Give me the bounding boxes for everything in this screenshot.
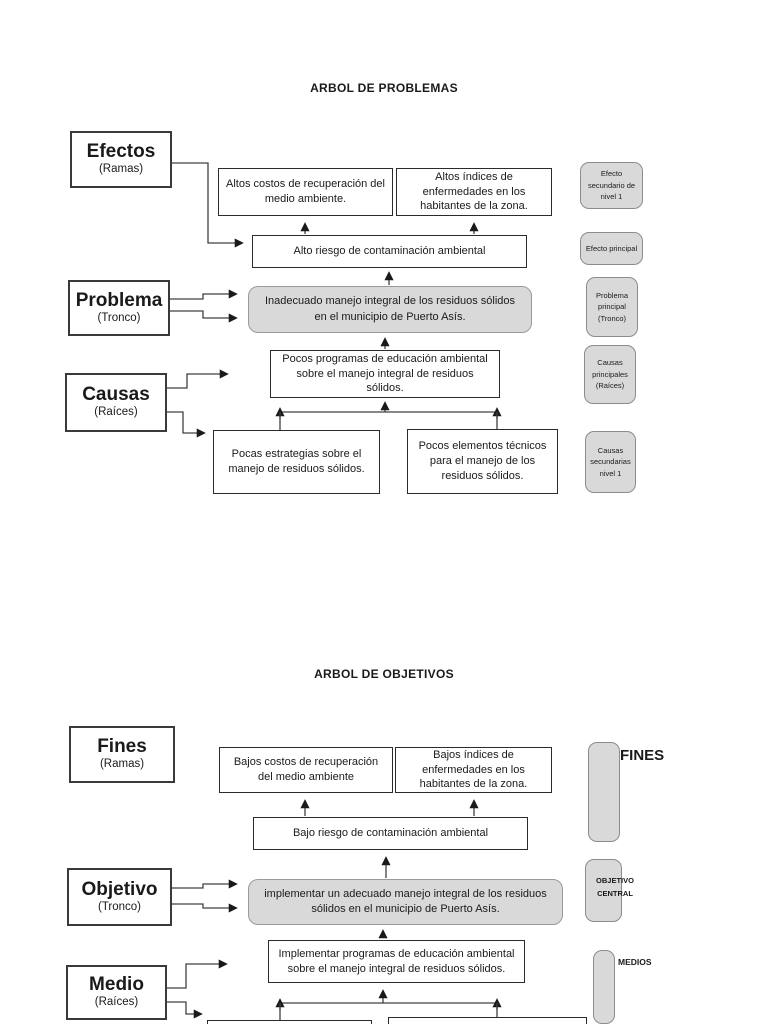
mean-left-box-partial (207, 1020, 372, 1024)
efectos-subtitle: (Ramas) (98, 163, 144, 176)
main-end-box: Bajo riesgo de contaminación ambiental (253, 817, 528, 850)
objetivo-subtitle: (Tronco) (97, 900, 142, 913)
medio-header-box: Medio (Raíces) (66, 965, 167, 1020)
problema-subtitle: (Tronco) (97, 311, 141, 324)
main-cause-box: Pocos programas de educación ambiental s… (270, 350, 500, 398)
central-objective-box: implementar un adecuado manejo integral … (248, 879, 563, 925)
objective-tree-connectors (167, 799, 502, 1020)
objetivo-header-box: Objetivo (Tronco) (67, 868, 172, 926)
legend-fines-label: FINES (620, 747, 665, 764)
legend-problema-principal: Problema principal (Tronco) (586, 277, 638, 337)
causas-header-box: Causas (Raíces) (65, 373, 167, 432)
end-right-box: Bajos índices de enfermedades en los hab… (395, 747, 552, 793)
problem-tree-connectors (167, 162, 502, 438)
legend-objetivo-central-rect (585, 859, 622, 922)
core-problem-box: Inadecuado manejo integral de los residu… (248, 286, 532, 333)
legend-objetivo-central-label: OBJETIVO CENTRAL (596, 876, 634, 898)
legend-medios-label: MEDIOS (618, 957, 652, 967)
mean-right-box-partial (388, 1017, 587, 1024)
problem-tree-title: ARBOL DE PROBLEMAS (310, 81, 458, 95)
cause-right-box: Pocos elementos técnicos para el manejo … (407, 429, 558, 494)
main-effect-box: Alto riesgo de contaminación ambiental (252, 235, 527, 268)
legend-causas-secundarias: Causas secundarias nivel 1 (585, 431, 636, 493)
efectos-header-box: Efectos (Ramas) (70, 131, 172, 188)
fines-title: Fines (97, 736, 147, 758)
causas-subtitle: (Raíces) (94, 406, 138, 419)
legend-efecto-secundario: Efecto secundario de nivel 1 (580, 162, 643, 209)
fines-subtitle: (Ramas) (99, 758, 145, 771)
objective-tree-title: ARBOL DE OBJETIVOS (314, 667, 454, 681)
effect-left-box: Altos costos de recuperación del medio a… (218, 168, 393, 216)
cause-left-box: Pocas estrategias sobre el manejo de res… (213, 430, 380, 494)
legend-medios-rect (593, 950, 615, 1024)
medio-subtitle: (Raíces) (94, 996, 139, 1009)
effect-right-box: Altos índices de enfermedades en los hab… (396, 168, 552, 216)
medio-title: Medio (89, 974, 144, 996)
problema-title: Problema (75, 289, 163, 311)
objetivo-title: Objetivo (81, 878, 158, 900)
efectos-title: Efectos (86, 141, 156, 163)
legend-causas-principales: Causas principales (Raíces) (584, 345, 636, 404)
problema-header-box: Problema (Tronco) (68, 280, 170, 336)
main-mean-box: Implementar programas de educación ambie… (268, 940, 525, 983)
legend-fines-rect (588, 742, 620, 842)
causas-title: Causas (82, 384, 150, 406)
fines-header-box: Fines (Ramas) (69, 726, 175, 783)
legend-efecto-principal: Efecto principal (580, 232, 643, 265)
end-left-box: Bajos costos de recuperación del medio a… (219, 747, 393, 793)
